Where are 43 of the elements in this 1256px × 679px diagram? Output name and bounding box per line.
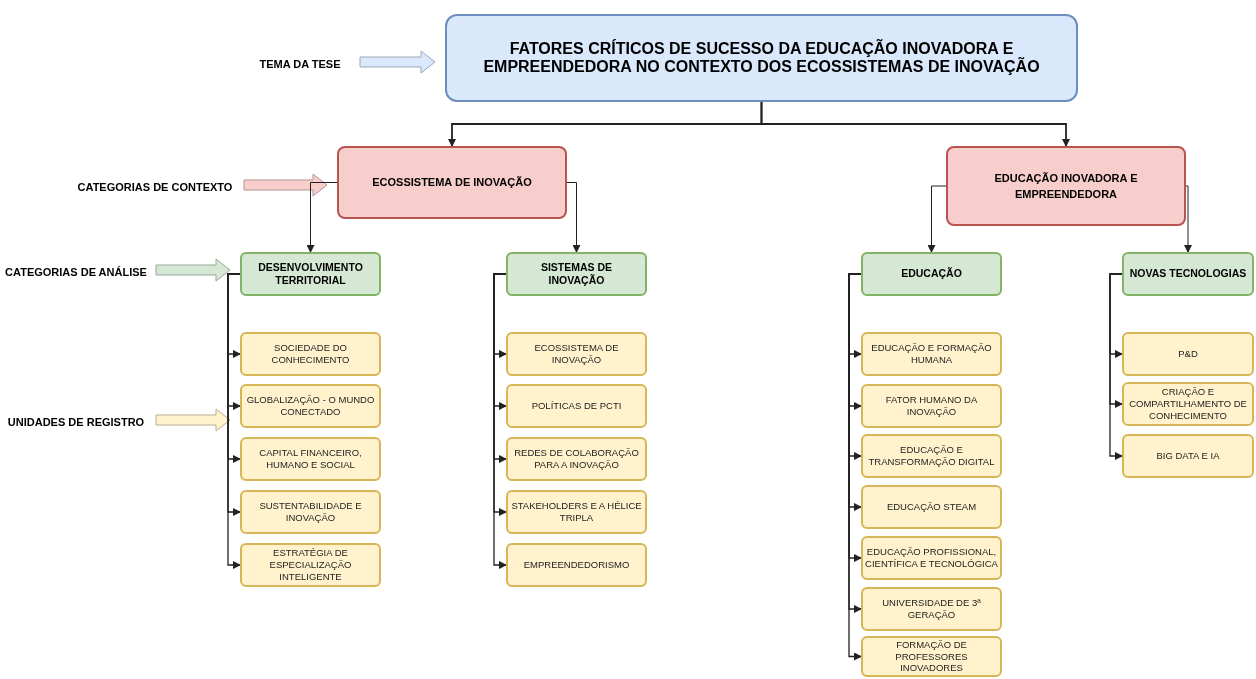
register-unit-box: SUSTENTABILIDADE E INOVAÇÃO: [240, 490, 381, 534]
analysis-category-box: DESENVOLVIMENTO TERRITORIAL: [240, 252, 381, 296]
register-unit-box: P&D: [1122, 332, 1254, 376]
register-unit-box: CRIAÇÃO E COMPARTILHAMENTO DE CONHECIMENTO: [1122, 382, 1254, 426]
arrow: [227, 273, 241, 569]
register-unit-box: CAPITAL FINANCEIRO, HUMANO E SOCIAL: [240, 437, 381, 481]
theme-box: FATORES CRÍTICOS DE SUCESSO DA EDUCAÇÃO INOVADORA E EMPREENDEDORA NO CONTEXTO DOS ECOSSISTEMAS DE INOVAÇÃO: [445, 14, 1078, 102]
arrow: [1184, 185, 1192, 253]
arrow: [306, 182, 338, 253]
row-label: TEMA DA TESE: [250, 52, 350, 72]
arrow: [493, 273, 507, 569]
register-unit-box: FORMAÇÃO DE PROFESSORES INOVADORES: [861, 636, 1002, 677]
block-arrow: [155, 408, 231, 432]
register-unit-box: STAKEHOLDERS E A HÉLICE TRIPLA: [506, 490, 647, 534]
row-label: UNIDADES DE REGISTRO: [6, 410, 146, 430]
register-unit-box: UNIVERSIDADE DE 3ª GERAÇÃO: [861, 587, 1002, 631]
block-arrow: [155, 258, 231, 282]
register-unit-box: EMPREENDEDORISMO: [506, 543, 647, 587]
register-unit-box: EDUCAÇÃO PROFISSIONAL, CIENTÍFICA E TECNOLÓGICA: [861, 536, 1002, 580]
row-label: CATEGORIAS DE ANÁLISE: [6, 260, 146, 280]
register-unit-box: ECOSSISTEMA DE INOVAÇÃO: [506, 332, 647, 376]
arrow: [1109, 273, 1123, 460]
register-unit-box: REDES DE COLABORAÇÃO PARA A INOVAÇÃO: [506, 437, 647, 481]
block-arrow: [243, 173, 328, 197]
arrow: [927, 185, 947, 253]
register-unit-box: SOCIEDADE DO CONHECIMENTO: [240, 332, 381, 376]
register-unit-box: GLOBALIZAÇÃO - O MUNDO CONECTADO: [240, 384, 381, 428]
analysis-category-box: NOVAS TECNOLOGIAS: [1122, 252, 1254, 296]
analysis-category-box: SISTEMAS DE INOVAÇÃO: [506, 252, 647, 296]
context-category-box: ECOSSISTEMA DE INOVAÇÃO: [337, 146, 567, 219]
register-unit-box: EDUCAÇÃO E TRANSFORMAÇÃO DIGITAL: [861, 434, 1002, 478]
arrow: [566, 182, 581, 253]
register-unit-box: ESTRATÉGIA DE ESPECIALIZAÇÃO INTELIGENTE: [240, 543, 381, 587]
register-unit-box: EDUCAÇÃO E FORMAÇÃO HUMANA: [861, 332, 1002, 376]
register-unit-box: BIG DATA E IA: [1122, 434, 1254, 478]
register-unit-box: EDUCAÇÃO STEAM: [861, 485, 1002, 529]
row-label: CATEGORIAS DE CONTEXTO: [76, 175, 234, 195]
arrow: [760, 101, 1070, 147]
block-arrow: [359, 50, 436, 74]
context-category-box: EDUCAÇÃO INOVADORA E EMPREENDEDORA: [946, 146, 1186, 226]
analysis-category-box: EDUCAÇÃO: [861, 252, 1002, 296]
register-unit-box: FATOR HUMANO DA INOVAÇÃO: [861, 384, 1002, 428]
register-unit-box: POLÍTICAS DE PCTI: [506, 384, 647, 428]
